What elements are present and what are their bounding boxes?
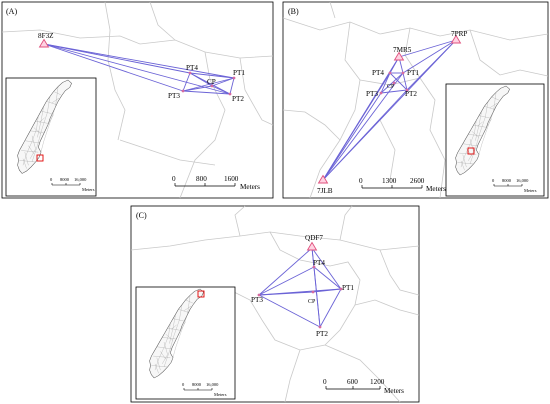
benchmark-qdf7-marker bbox=[306, 241, 318, 251]
svg-text:0: 0 bbox=[172, 175, 176, 183]
svg-text:1300: 1300 bbox=[382, 177, 397, 185]
cp-label: CP bbox=[387, 84, 395, 90]
pt2-marker bbox=[405, 88, 409, 92]
pt1-marker bbox=[339, 287, 343, 291]
cp-marker bbox=[311, 290, 315, 294]
inset-a-scalebar: 0 8000 16,000 Meters bbox=[50, 177, 95, 192]
svg-text:Meters: Meters bbox=[214, 392, 227, 397]
svg-text:0: 0 bbox=[323, 378, 327, 386]
pt3-label: PT3 bbox=[168, 92, 180, 100]
svg-text:Meters: Meters bbox=[384, 387, 404, 395]
svg-text:Meters: Meters bbox=[524, 188, 537, 193]
pt4-label: PT4 bbox=[313, 259, 325, 267]
panel-c-points bbox=[257, 241, 343, 329]
svg-text:0: 0 bbox=[182, 382, 185, 387]
pt3-marker bbox=[379, 91, 383, 95]
inset-highlight-c bbox=[197, 290, 205, 298]
cp-marker bbox=[210, 84, 214, 88]
svg-text:600: 600 bbox=[347, 378, 358, 386]
pt2-marker bbox=[318, 325, 322, 329]
svg-text:800: 800 bbox=[196, 175, 207, 183]
panel-c-scalebar: 0 600 1200 Meters bbox=[323, 378, 404, 395]
pt1-label: PT1 bbox=[407, 69, 419, 77]
benchmark-7prp-label: 7PRP bbox=[451, 30, 467, 38]
inset-c-scalebar: 0 8000 16,000 Meters bbox=[182, 382, 227, 397]
panel-a-points bbox=[38, 38, 236, 96]
svg-text:0: 0 bbox=[359, 177, 363, 185]
svg-text:16,000: 16,000 bbox=[206, 382, 219, 388]
svg-text:Meters: Meters bbox=[240, 183, 260, 191]
panel-c-inset: 0 8000 16,000 Meters bbox=[135, 286, 236, 400]
panel-b: (B) 7MR5 7PRP 7JLB PT1 PT2 PT3 PT4 CP 0 … bbox=[282, 1, 549, 199]
panel-c: (C) QDF7 PT1 PT2 PT3 PT4 CP 0 8000 16,00… bbox=[130, 205, 420, 403]
pt1-label: PT1 bbox=[233, 69, 245, 77]
panel-a-scalebar: 0 800 1600 Meters bbox=[172, 175, 260, 191]
svg-text:1200: 1200 bbox=[370, 378, 385, 386]
pt4-label: PT4 bbox=[186, 64, 198, 72]
pt2-label: PT2 bbox=[405, 90, 417, 98]
pt3-label: PT3 bbox=[251, 296, 263, 304]
svg-text:0: 0 bbox=[50, 177, 53, 182]
pt2-marker bbox=[228, 92, 232, 96]
panel-b-network bbox=[322, 39, 457, 181]
svg-text:16,000: 16,000 bbox=[516, 178, 529, 184]
svg-text:2600: 2600 bbox=[410, 177, 425, 185]
pt1-marker bbox=[401, 71, 405, 75]
pt3-label: PT3 bbox=[366, 90, 378, 98]
cp-marker bbox=[392, 81, 396, 85]
pt1-marker bbox=[232, 76, 236, 80]
panel-a: (A) 8F3Z PT1 PT2 PT3 PT4 CP 0 8000 16,00… bbox=[1, 1, 274, 199]
pt3-marker bbox=[257, 293, 261, 297]
panel-c-label: (C) bbox=[136, 211, 147, 220]
panel-a-network bbox=[43, 43, 235, 95]
svg-text:8000: 8000 bbox=[60, 177, 70, 182]
pt4-marker bbox=[188, 71, 192, 75]
pt2-label: PT2 bbox=[316, 330, 328, 338]
svg-text:8000: 8000 bbox=[192, 382, 202, 387]
pt4-label: PT4 bbox=[372, 69, 384, 77]
panel-a-label: (A) bbox=[6, 7, 17, 16]
svg-text:8000: 8000 bbox=[502, 178, 512, 183]
svg-text:1600: 1600 bbox=[224, 175, 239, 183]
inset-highlight-b bbox=[467, 147, 475, 155]
panel-c-network bbox=[258, 247, 342, 328]
pt3-marker bbox=[181, 89, 185, 93]
panel-b-label: (B) bbox=[288, 7, 299, 16]
pt4-marker bbox=[312, 265, 316, 269]
panel-b-scalebar: 0 1300 2600 Meters bbox=[359, 177, 446, 193]
benchmark-7prp-marker bbox=[450, 34, 462, 44]
panel-c-boundaries bbox=[130, 205, 420, 403]
pt4-marker bbox=[388, 71, 392, 75]
benchmark-8f3z-marker bbox=[38, 38, 50, 48]
pt2-label: PT2 bbox=[232, 95, 244, 103]
pt1-label: PT1 bbox=[342, 284, 354, 292]
svg-text:0: 0 bbox=[492, 178, 495, 183]
benchmark-7jlb-marker bbox=[317, 174, 329, 184]
panel-a-inset: 0 8000 16,000 Meters bbox=[5, 77, 97, 197]
benchmark-7jlb-label: 7JLB bbox=[317, 187, 333, 195]
benchmark-qdf7-label: QDF7 bbox=[305, 234, 323, 242]
inset-highlight-a bbox=[36, 154, 44, 162]
svg-text:Meters: Meters bbox=[426, 185, 446, 193]
benchmark-8f3z-label: 8F3Z bbox=[38, 32, 54, 40]
cp-label: CP bbox=[308, 299, 316, 305]
svg-text:Meters: Meters bbox=[82, 187, 95, 192]
inset-b-scalebar: 0 8000 16,000 Meters bbox=[492, 178, 537, 193]
panel-b-points bbox=[317, 34, 462, 184]
svg-text:16,000: 16,000 bbox=[74, 177, 87, 183]
cp-label: CP bbox=[207, 78, 216, 86]
panel-b-inset: 0 8000 16,000 Meters bbox=[445, 83, 545, 197]
benchmark-7mr5-label: 7MR5 bbox=[393, 46, 412, 54]
benchmark-7mr5-marker bbox=[393, 51, 405, 61]
